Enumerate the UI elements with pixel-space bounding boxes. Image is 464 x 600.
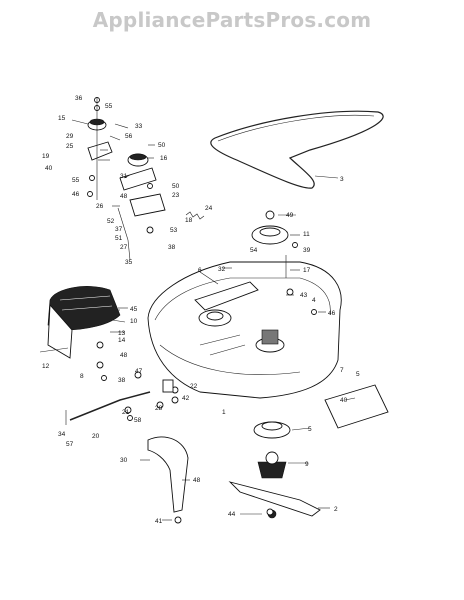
label-31: 31 — [120, 173, 128, 180]
label-29: 29 — [66, 133, 74, 140]
label-51: 51 — [115, 235, 123, 242]
label-6: 6 — [198, 267, 202, 274]
label-55: 55 — [72, 177, 80, 184]
label-38: 38 — [118, 377, 126, 384]
belt — [210, 110, 384, 189]
label-49: 49 — [286, 212, 294, 219]
label-8: 8 — [80, 373, 84, 380]
label-47: 47 — [135, 368, 143, 375]
label-20: 20 — [92, 433, 100, 440]
label-43: 43 — [300, 292, 308, 299]
label-48: 48 — [193, 477, 201, 484]
label-37: 37 — [115, 226, 123, 233]
callout-labels: 36 55 15 33 29 56 25 50 19 16 40 55 46 3… — [42, 95, 360, 525]
label-4: 4 — [312, 297, 316, 304]
label-39: 39 — [303, 247, 311, 254]
idler-pulley-assembly — [87, 97, 205, 261]
label-50: 50 — [172, 183, 180, 190]
label-34: 34 — [58, 431, 66, 438]
label-56: 56 — [125, 133, 133, 140]
label-33: 33 — [135, 123, 143, 130]
label-41: 41 — [155, 518, 163, 525]
label-27: 27 — [120, 244, 128, 251]
label-10: 10 — [130, 318, 138, 325]
label-16: 16 — [160, 155, 168, 162]
label-17: 17 — [303, 267, 311, 274]
spindle-pulley — [251, 210, 289, 278]
spindle-assembly — [253, 421, 291, 479]
label-12: 12 — [42, 363, 50, 370]
label-13: 13 — [118, 330, 126, 337]
label-22: 22 — [190, 383, 198, 390]
label-23: 23 — [172, 192, 180, 199]
label-45: 45 — [130, 306, 138, 313]
label-44: 44 — [228, 511, 236, 518]
label-11: 11 — [303, 231, 310, 238]
label-48: 48 — [120, 352, 128, 359]
label-54: 54 — [250, 247, 258, 254]
label-19: 19 — [42, 153, 50, 160]
mower-blade — [228, 481, 321, 519]
label-26: 26 — [96, 203, 104, 210]
label-21: 21 — [122, 409, 130, 416]
leader-lines — [65, 119, 356, 521]
label-24: 24 — [205, 205, 213, 212]
label-7: 7 — [340, 367, 344, 374]
label-40: 40 — [45, 165, 53, 172]
label-15: 15 — [58, 115, 66, 122]
label-28: 28 — [155, 405, 163, 412]
label-46: 46 — [328, 310, 336, 317]
label-14: 14 — [118, 337, 126, 344]
label-42: 42 — [182, 395, 190, 402]
label-30: 30 — [120, 457, 128, 464]
label-35: 35 — [125, 259, 133, 266]
discharge-deflector — [324, 384, 389, 429]
label-18: 18 — [185, 217, 193, 224]
label-52: 52 — [107, 218, 115, 225]
hardware-small-parts — [39, 242, 317, 516]
label-1: 1 — [222, 409, 226, 416]
watermark: AppliancePartsPros.com — [92, 8, 372, 32]
label-40: 40 — [340, 397, 348, 404]
label-38: 38 — [168, 244, 176, 251]
label-57: 57 — [66, 441, 74, 448]
label-55: 55 — [105, 103, 113, 110]
label-50: 50 — [158, 142, 166, 149]
mower-deck — [147, 261, 342, 399]
label-53: 53 — [170, 227, 178, 234]
label-2: 2 — [334, 506, 338, 513]
label-25: 25 — [66, 143, 74, 150]
label-46: 46 — [72, 191, 80, 198]
label-5: 5 — [356, 371, 360, 378]
label-32: 32 — [218, 266, 226, 273]
label-48: 48 — [120, 193, 128, 200]
label-3: 3 — [340, 176, 344, 183]
label-9: 9 — [305, 461, 309, 468]
lift-arm — [69, 391, 189, 524]
label-58: 58 — [134, 417, 142, 424]
label-36: 36 — [75, 95, 83, 102]
deck-cover — [47, 286, 121, 359]
label-5: 5 — [308, 426, 312, 433]
